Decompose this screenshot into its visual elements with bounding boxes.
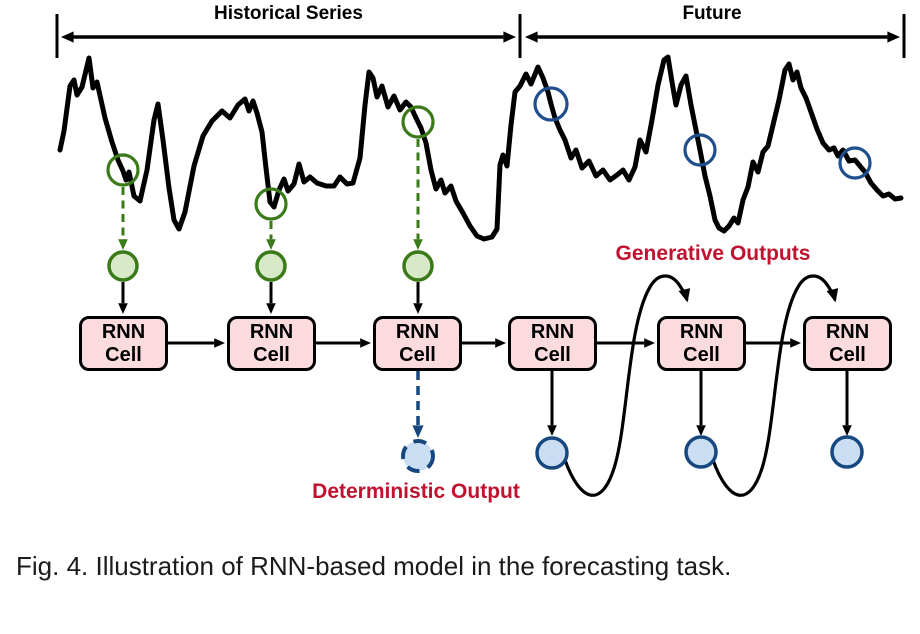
arrowhead-icon	[887, 31, 900, 43]
rnn-cell-label-line1: RNN	[679, 320, 724, 343]
input-node-circle	[402, 250, 434, 282]
deterministic-output-circle	[401, 439, 435, 473]
arrowhead-icon	[790, 338, 801, 348]
generative-feedback-arc	[711, 274, 839, 497]
historical-sample-circle	[254, 187, 288, 221]
arrowhead-icon	[413, 239, 423, 250]
arrowhead-icon	[118, 239, 128, 250]
rnn-cell-label-line2: Cell	[829, 343, 866, 366]
rnn-cell-label-line2: Cell	[105, 343, 142, 366]
arrowhead-icon	[360, 338, 371, 348]
rnn-cell-6: RNN Cell	[803, 316, 892, 371]
future-label: Future	[682, 3, 742, 24]
future-sample-circle	[683, 133, 717, 167]
arrowhead-icon	[644, 338, 655, 348]
rnn-cell-1: RNN Cell	[79, 316, 168, 371]
arrowhead-icon	[214, 338, 225, 348]
rnn-cell-label-line2: Cell	[399, 343, 436, 366]
figure-caption: Fig. 4. Illustration of RNN-based model …	[16, 551, 732, 581]
arrowhead-icon	[413, 303, 423, 314]
arrowhead-icon	[412, 425, 424, 438]
deterministic-output-label: Deterministic Output	[312, 480, 520, 503]
historical-sample-circle	[401, 105, 435, 139]
rnn-cell-2: RNN Cell	[227, 316, 316, 371]
rnn-cell-3: RNN Cell	[373, 316, 462, 371]
arrowhead-icon	[266, 239, 276, 250]
rnn-cell-4: RNN Cell	[508, 316, 597, 371]
output-node-circle	[830, 435, 864, 469]
historical-sample-circle	[106, 153, 140, 187]
rnn-cell-label-line1: RNN	[249, 320, 294, 343]
historical-series-label: Historical Series	[214, 3, 363, 24]
arrowhead-icon	[118, 303, 128, 314]
rnn-cell-label-line1: RNN	[395, 320, 440, 343]
future-sample-circle	[533, 86, 569, 122]
generative-outputs-label: Generative Outputs	[615, 242, 811, 265]
arrowhead-icon	[266, 303, 276, 314]
rnn-cell-label-line2: Cell	[534, 343, 571, 366]
arrowhead-icon	[61, 31, 74, 43]
arrowhead-icon	[495, 338, 506, 348]
time-series-line	[57, 54, 904, 242]
generative-feedback-arc	[563, 274, 691, 497]
arrowhead-icon	[547, 425, 557, 436]
arrowhead-icon	[842, 425, 852, 436]
rnn-cell-label-line1: RNN	[101, 320, 146, 343]
future-sample-circle	[838, 146, 872, 180]
rnn-cell-label-line2: Cell	[253, 343, 290, 366]
arrowhead-icon	[525, 31, 538, 43]
output-node-circle	[535, 436, 569, 470]
input-node-circle	[107, 250, 139, 282]
rnn-cell-label-line2: Cell	[683, 343, 720, 366]
input-node-circle	[255, 250, 287, 282]
rnn-forecasting-diagram	[55, 14, 906, 497]
rnn-cell-label-line1: RNN	[530, 320, 575, 343]
rnn-cell-label-line1: RNN	[825, 320, 870, 343]
rnn-cell-5: RNN Cell	[657, 316, 746, 371]
arrowhead-icon	[696, 425, 706, 436]
output-node-circle	[684, 435, 718, 469]
arrowhead-icon	[503, 31, 516, 43]
